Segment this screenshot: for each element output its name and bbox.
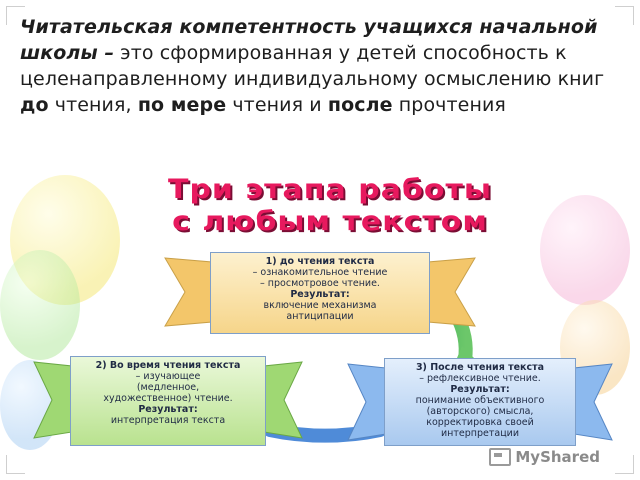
ribbon-tail	[347, 363, 387, 441]
stage-result: включение механизма	[263, 300, 377, 311]
definition-bold: после	[327, 94, 393, 116]
stage-result: (авторского) смысла,	[426, 406, 534, 417]
ribbon-tail	[263, 361, 303, 439]
balloon-decoration	[0, 250, 80, 360]
wordart-title-line1: Три этапа работы	[167, 173, 493, 206]
stage-title: 3) После чтения текста	[415, 362, 545, 373]
definition-part: это сформированная у детей способность к…	[20, 42, 605, 90]
ribbon-tail	[573, 363, 613, 441]
definition-bold: по мере	[137, 94, 227, 116]
balloon-decoration	[10, 175, 120, 305]
stage-result: интерпретации	[440, 428, 520, 439]
definition-part: чтения,	[48, 94, 138, 116]
balloon-decoration	[540, 195, 630, 305]
stage-card-during-reading: 2) Во время чтения текста – изучающее (м…	[70, 356, 266, 446]
stage-card-before-reading: 1) до чтения текста – ознакомительное чт…	[210, 252, 430, 334]
frame-corner	[615, 6, 634, 25]
stage-result-label: Результат:	[290, 289, 350, 300]
stage-line: – изучающее	[135, 371, 201, 382]
stage-title: 1) до чтения текста	[265, 256, 375, 267]
stage-result: корректировка своей	[426, 417, 534, 428]
definition-part: прочтения	[392, 94, 506, 116]
definition-part: чтения и	[226, 94, 328, 116]
stage-result-label: Результат:	[138, 404, 198, 415]
definition-text: Читательская компетентность учащихся нач…	[20, 14, 620, 118]
stage-line: – ознакомительное чтение	[252, 267, 388, 278]
frame-corner	[6, 455, 25, 474]
stage-result-label: Результат:	[450, 384, 510, 395]
wordart-title-line2: с любым текстом	[172, 205, 488, 238]
stage-result: антиципации	[286, 311, 354, 322]
stage-line: – просмотровое чтение.	[260, 278, 380, 289]
stage-result: понимание объективного	[415, 395, 545, 406]
stage-line: художественное) чтение.	[103, 393, 233, 404]
presentation-icon	[489, 448, 512, 466]
stage-card-after-reading: 3) После чтения текста – рефлексивное чт…	[384, 358, 576, 446]
frame-corner	[615, 455, 634, 474]
definition-bold: до	[20, 94, 49, 116]
ribbon-tail	[33, 361, 73, 439]
stage-line: (медленное,	[136, 382, 200, 393]
ribbon-tail	[427, 257, 476, 327]
definition-term: Читательская компетентность учащихся нач…	[20, 16, 598, 64]
frame-corner	[6, 6, 25, 25]
stage-line: – рефлексивное чтение.	[419, 373, 541, 384]
watermark-text: MyShared	[515, 448, 600, 466]
stage-title: 2) Во время чтения текста	[95, 360, 241, 371]
ribbon-tail	[164, 257, 213, 327]
watermark: MyShared	[489, 448, 600, 466]
stage-result: интерпретация текста	[110, 415, 226, 426]
